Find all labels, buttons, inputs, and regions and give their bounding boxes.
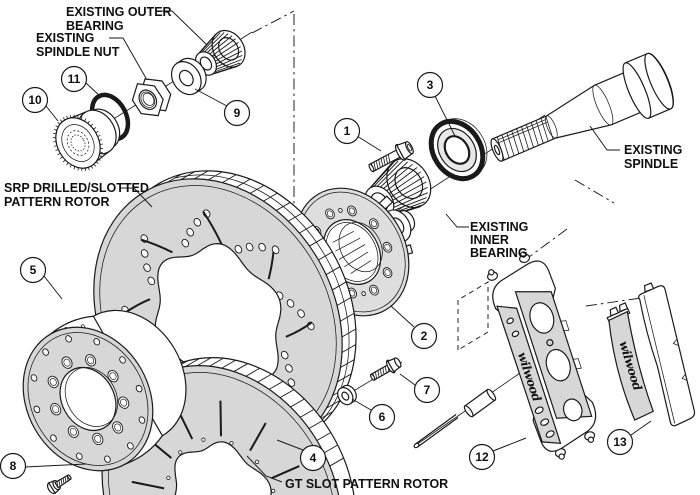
grease-seal xyxy=(428,118,488,182)
existing-spindle xyxy=(490,52,674,162)
caliper: wilwood xyxy=(486,251,597,460)
pad-retainer-pin xyxy=(413,388,497,449)
callout-1: 1 xyxy=(333,117,382,152)
spindle-threads xyxy=(496,116,554,161)
hat-bolt xyxy=(46,474,72,495)
svg-text:9: 9 xyxy=(234,106,241,120)
dust-cap xyxy=(52,108,121,172)
hub-bolt xyxy=(368,141,414,173)
callout-2: 2 xyxy=(390,305,438,350)
svg-text:5: 5 xyxy=(30,263,37,277)
svg-text:3: 3 xyxy=(427,78,434,92)
svg-text:4: 4 xyxy=(310,451,317,465)
callout-3: 3 xyxy=(416,71,456,137)
svg-text:11: 11 xyxy=(68,72,81,86)
caliper-bolt xyxy=(370,357,402,381)
existing-spindle-nut xyxy=(131,78,172,117)
svg-text:7: 7 xyxy=(424,383,431,397)
cap-knurl xyxy=(52,114,104,172)
label-gt-rotor: GT SLOT PATTERN ROTOR xyxy=(285,477,448,491)
callouts: 1 2 3 4 5 6 7 8 9 10 11 12 13 xyxy=(0,65,652,480)
callout-5: 5 xyxy=(19,256,63,300)
outer-bearing-rollers xyxy=(199,32,243,74)
svg-text:2: 2 xyxy=(421,329,428,343)
svg-text:8: 8 xyxy=(10,459,17,473)
bolt8-threads xyxy=(56,475,69,488)
svg-text:6: 6 xyxy=(379,410,386,424)
rotor-hat: wilwood xyxy=(22,309,187,472)
callout-11: 11 xyxy=(60,65,102,98)
svg-text:12: 12 xyxy=(475,450,489,464)
mount-plane-dashed xyxy=(457,281,489,351)
callout-4: 4 xyxy=(276,439,327,472)
svg-text:10: 10 xyxy=(28,93,42,107)
callout-12: 12 xyxy=(468,437,527,471)
callout-8: 8 xyxy=(0,452,87,480)
callout-13: 13 xyxy=(606,420,652,456)
svg-text:13: 13 xyxy=(613,435,627,449)
svg-text:1: 1 xyxy=(344,124,351,138)
hat-bolt-holes xyxy=(30,335,146,463)
spindle-washer xyxy=(170,57,207,96)
callout-9: 9 xyxy=(194,88,251,127)
callout-6: 6 xyxy=(351,398,396,431)
gt-rotor-slots xyxy=(131,400,300,495)
caliper-washer xyxy=(337,384,357,406)
callout-10: 10 xyxy=(21,86,59,122)
callout-7: 7 xyxy=(399,373,441,404)
brake-pads: wilwood xyxy=(606,282,696,427)
